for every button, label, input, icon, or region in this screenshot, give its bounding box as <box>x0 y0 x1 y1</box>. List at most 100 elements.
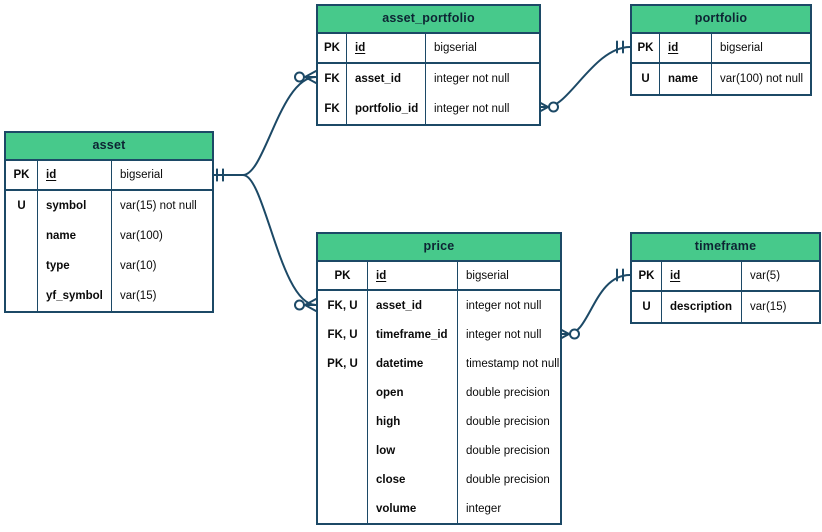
column-name-cell: low <box>368 436 458 465</box>
key-flags-cell <box>318 465 368 494</box>
key-flags-cell: U <box>6 191 38 221</box>
column-name-cell: description <box>662 292 742 322</box>
column-name-text: asset_id <box>376 299 423 312</box>
column-name-text: name <box>46 230 77 242</box>
relationship-asset-to-asset_portfolio[interactable] <box>209 70 317 182</box>
key-flags-cell: FK <box>318 64 347 94</box>
column-name-cell: timeframe_id <box>368 320 458 349</box>
key-flags-cell: FK <box>318 94 347 124</box>
table-timeframe-title: timeframe <box>632 234 819 262</box>
column-type-cell: var(100) <box>120 230 163 242</box>
table-asset-row-type: type var(10) <box>6 251 212 281</box>
column-type-cell: var(15) not null <box>120 200 197 212</box>
column-name-text: high <box>376 415 401 428</box>
column-type-cell: bigserial <box>434 42 477 54</box>
key-flags-cell: U <box>632 292 662 322</box>
column-name-text: symbol <box>46 200 87 212</box>
column-type-cell: var(15) <box>120 290 157 302</box>
key-flags-cell <box>318 407 368 436</box>
column-type-cell: integer not null <box>434 103 510 115</box>
column-name-cell: portfolio_id <box>347 94 426 124</box>
crow-foot-prong <box>304 76 317 84</box>
column-name-cell: datetime <box>368 349 458 378</box>
key-flags-cell: PK <box>632 262 662 290</box>
relationship-price-to-timeframe[interactable] <box>557 268 631 341</box>
relationship-line[interactable] <box>536 46 631 108</box>
key-flags-cell: PK <box>318 262 368 289</box>
relationship-asset_portfolio-to-portfolio[interactable] <box>536 40 631 114</box>
column-name-cell: id <box>347 34 426 62</box>
column-type-cell: var(100) not null <box>720 73 804 85</box>
table-portfolio-row-id: PK id bigserial <box>632 34 810 64</box>
column-type-cell: integer not null <box>434 73 510 85</box>
column-type-cell: integer <box>466 502 502 515</box>
column-type-cell: bigserial <box>120 169 163 181</box>
column-name-text: description <box>670 301 732 313</box>
table-portfolio-title: portfolio <box>632 6 810 34</box>
column-name-text: close <box>376 473 406 486</box>
relationship-asset-to-price[interactable] <box>209 168 317 312</box>
cardinality-zero-or-many-marker <box>294 298 317 312</box>
table-asset_portfolio-row-asset_id: FK asset_id integer not null <box>318 64 539 94</box>
column-name-cell: close <box>368 465 458 494</box>
table-asset-row-yf_symbol: yf_symbol var(15) <box>6 281 212 311</box>
column-type-cell: var(10) <box>120 260 157 272</box>
column-name-text: type <box>46 260 70 272</box>
relationship-line[interactable] <box>209 174 317 306</box>
column-name-cell: id <box>662 262 742 290</box>
column-name-text: asset_id <box>355 73 402 85</box>
column-name-cell: id <box>38 161 112 189</box>
cardinality-one-marker <box>616 268 624 282</box>
column-name-text: id <box>46 169 57 181</box>
column-name-text: id <box>355 42 366 54</box>
column-name-cell: symbol <box>38 191 112 221</box>
zero-circle <box>569 328 580 340</box>
key-flags-cell: PK <box>632 34 660 62</box>
key-flags-cell <box>6 251 38 281</box>
zero-circle <box>548 101 559 113</box>
column-name-text: portfolio_id <box>355 103 419 115</box>
column-name-cell: id <box>368 262 458 289</box>
column-name-text: yf_symbol <box>46 290 103 302</box>
column-type-cell: bigserial <box>720 42 763 54</box>
key-flags-cell: U <box>632 64 660 94</box>
table-price-row-low: low double precision <box>318 436 560 465</box>
relationship-line[interactable] <box>557 274 631 335</box>
column-type-cell: integer not null <box>466 328 542 341</box>
crow-foot-prong <box>304 304 317 312</box>
column-name-cell: name <box>660 64 712 94</box>
column-type-cell: var(15) <box>750 301 787 313</box>
key-flags-cell: FK, U <box>318 291 368 320</box>
column-name-cell: high <box>368 407 458 436</box>
column-name-text: open <box>376 386 404 399</box>
table-asset-row-id: PK id bigserial <box>6 161 212 191</box>
table-price-row-high: high double precision <box>318 407 560 436</box>
key-flags-cell: PK <box>6 161 38 189</box>
column-type-cell: double precision <box>466 415 550 428</box>
column-name-cell: id <box>660 34 712 62</box>
key-flags-cell <box>318 378 368 407</box>
key-flags-cell <box>6 281 38 311</box>
key-flags-cell <box>318 494 368 523</box>
column-name-cell: open <box>368 378 458 407</box>
column-name-text: name <box>668 73 699 85</box>
relationship-line[interactable] <box>209 76 317 176</box>
cardinality-zero-or-many-marker <box>294 70 317 84</box>
column-type-cell: double precision <box>466 444 550 457</box>
column-name-text: id <box>668 42 679 54</box>
zero-circle <box>294 71 305 83</box>
key-flags-cell: PK, U <box>318 349 368 378</box>
